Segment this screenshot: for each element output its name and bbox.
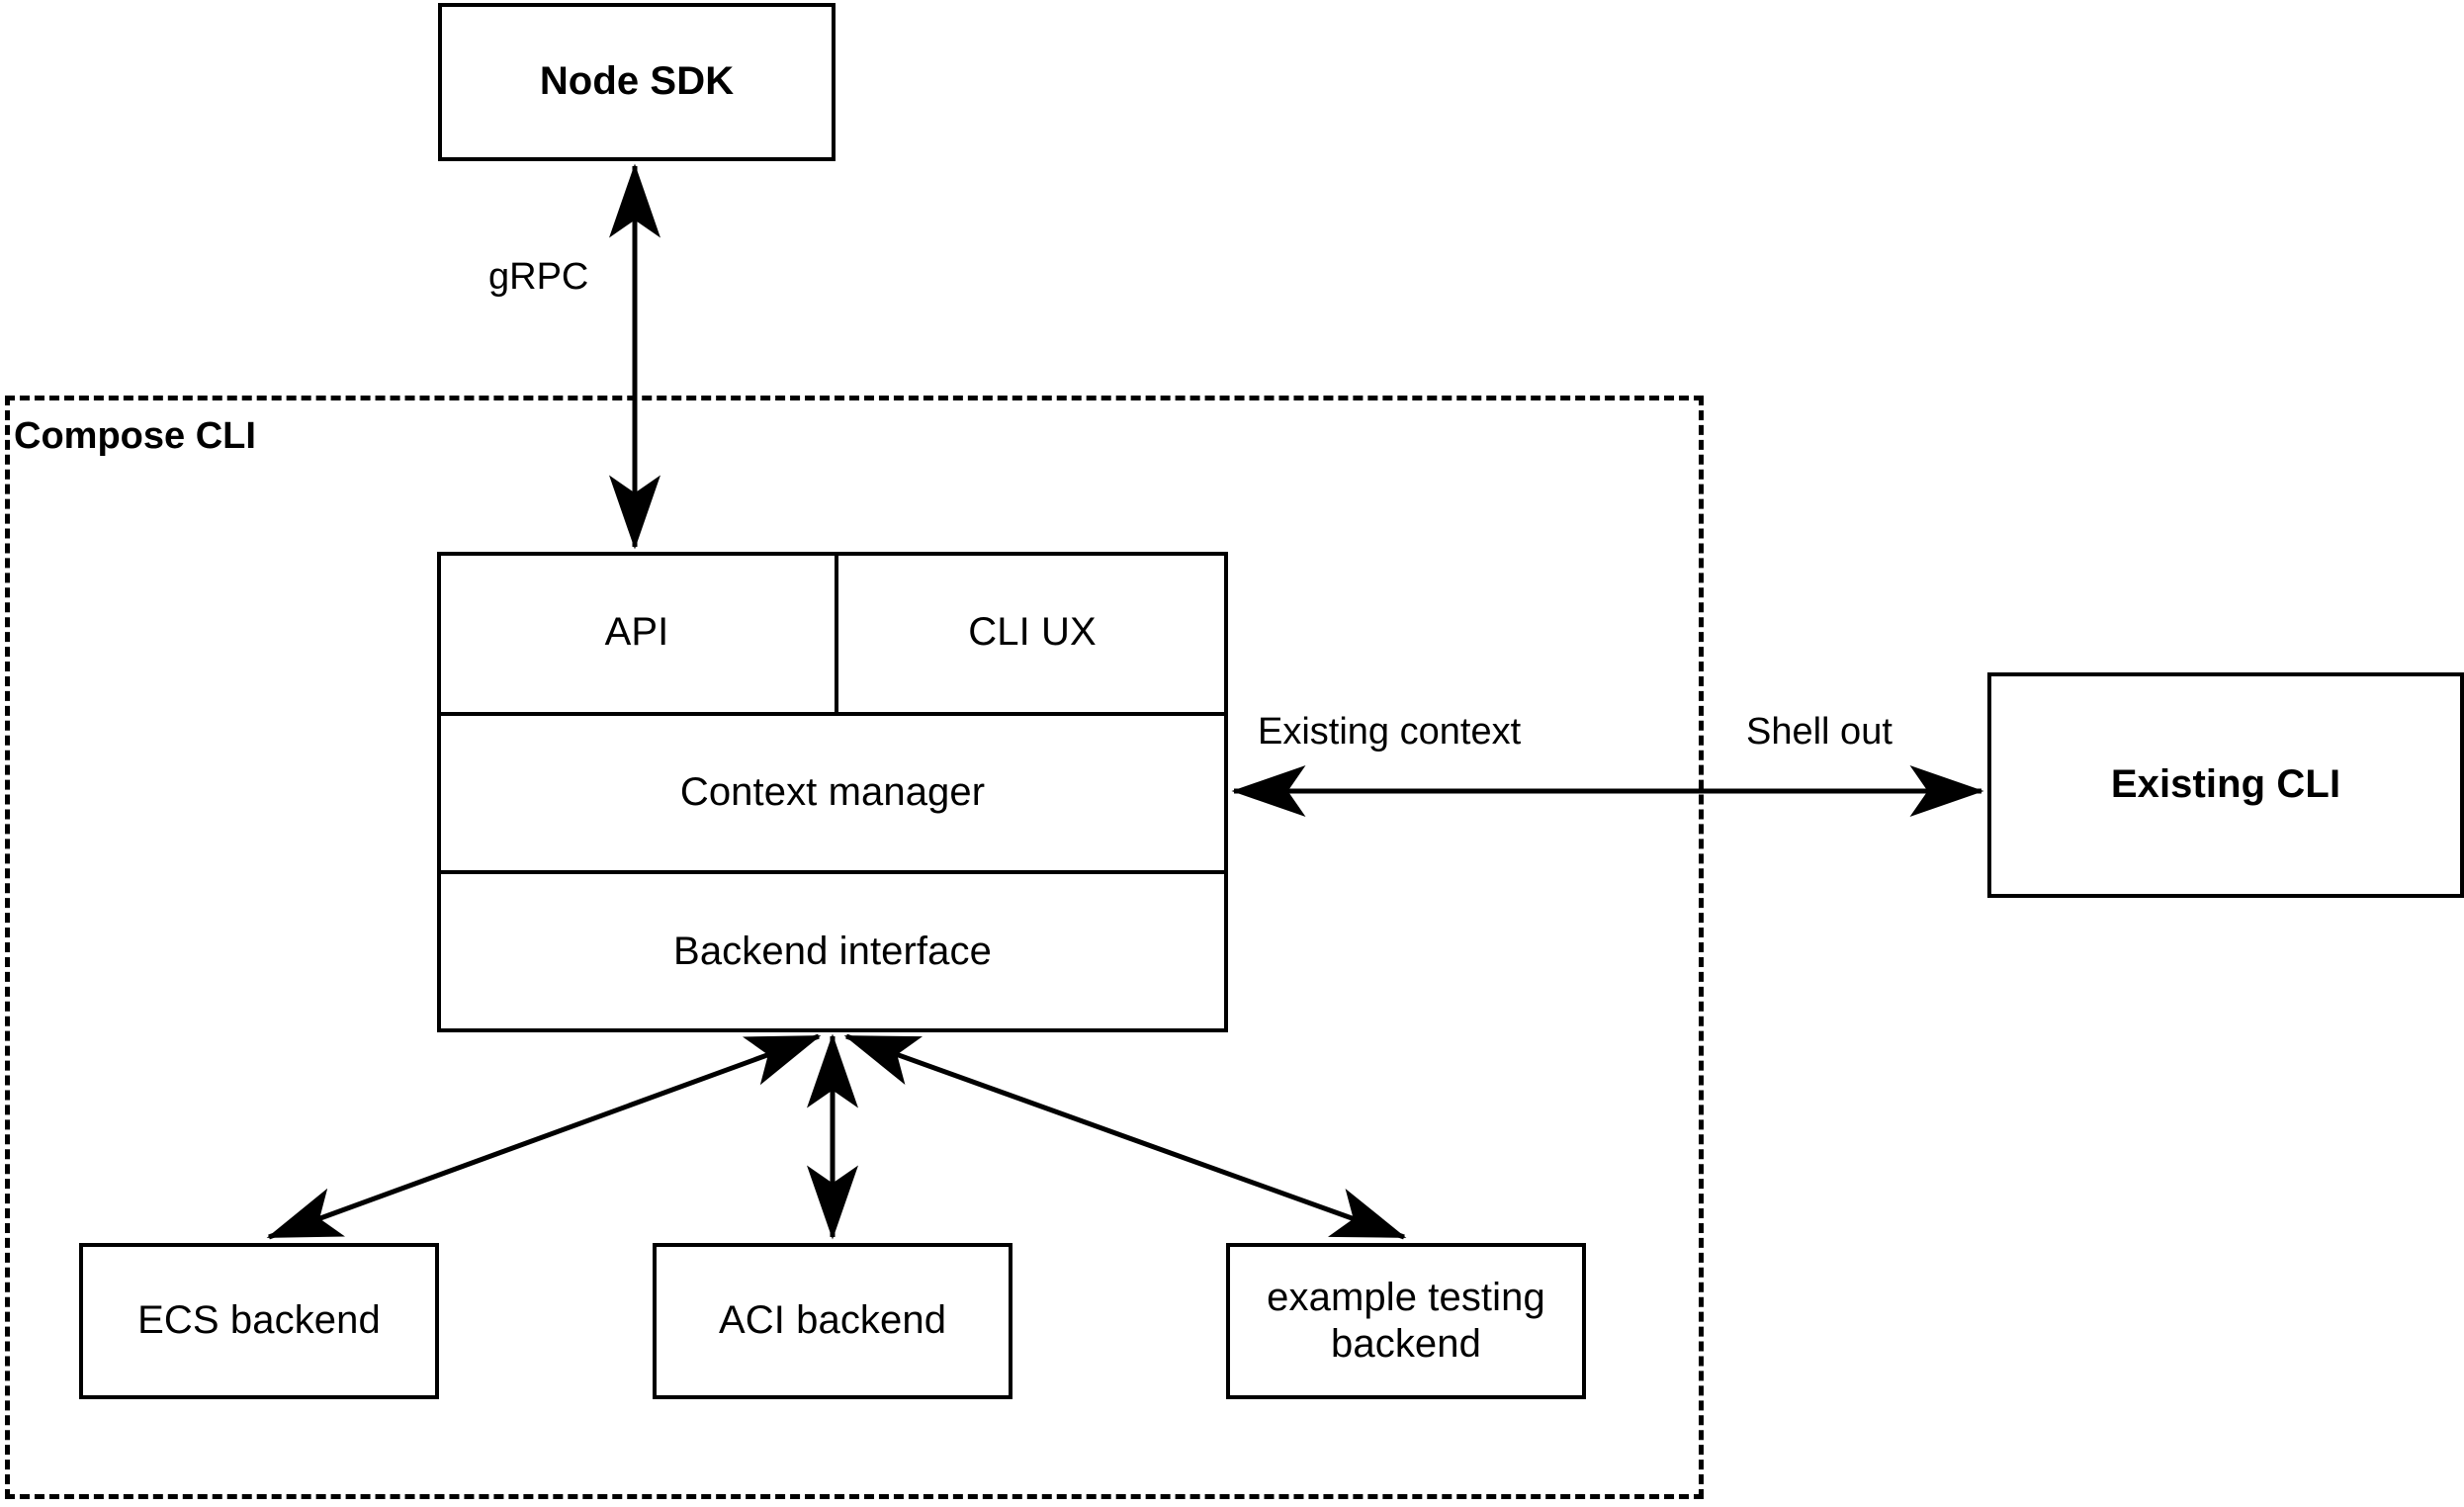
node-aci-backend-label: ACI backend <box>718 1298 947 1343</box>
stack-divider-row1 <box>437 712 1228 716</box>
group-compose-cli <box>5 396 1704 1499</box>
compose-cli-stack <box>437 552 1228 1032</box>
stack-cell-api-label: API <box>604 610 669 655</box>
node-example-testing-backend[interactable]: example testing backend <box>1226 1243 1586 1399</box>
node-aci-backend[interactable]: ACI backend <box>653 1243 1012 1399</box>
node-node-sdk-label: Node SDK <box>539 59 735 104</box>
node-existing-cli[interactable]: Existing CLI <box>1987 672 2464 898</box>
stack-cell-context-manager[interactable]: Context manager <box>437 714 1228 872</box>
stack-cell-backend-interface[interactable]: Backend interface <box>437 872 1228 1032</box>
edge-label-existing-context: Existing context <box>1258 711 1522 753</box>
node-ecs-backend[interactable]: ECS backend <box>79 1243 439 1399</box>
edge-example-arrow <box>843 1033 1407 1240</box>
node-ecs-backend-label: ECS backend <box>137 1298 381 1343</box>
node-node-sdk[interactable]: Node SDK <box>438 3 836 161</box>
stack-cell-api[interactable]: API <box>437 552 836 714</box>
edge-label-grpc: gRPC <box>488 256 589 298</box>
node-existing-cli-label: Existing CLI <box>2110 762 2341 807</box>
stack-cell-backend-interface-label: Backend interface <box>673 930 992 974</box>
stack-cell-cli-ux[interactable]: CLI UX <box>836 552 1228 714</box>
stack-cell-cli-ux-label: CLI UX <box>968 610 1097 655</box>
stack-cell-context-manager-label: Context manager <box>679 770 986 815</box>
edge-ecs-arrow <box>266 1033 822 1240</box>
node-example-testing-backend-label: example testing backend <box>1267 1275 1545 1366</box>
stack-divider-row2 <box>437 870 1228 874</box>
group-compose-cli-title: Compose CLI <box>14 415 256 457</box>
stack-divider-vertical <box>835 554 838 714</box>
edge-label-shell-out: Shell out <box>1746 711 1892 753</box>
